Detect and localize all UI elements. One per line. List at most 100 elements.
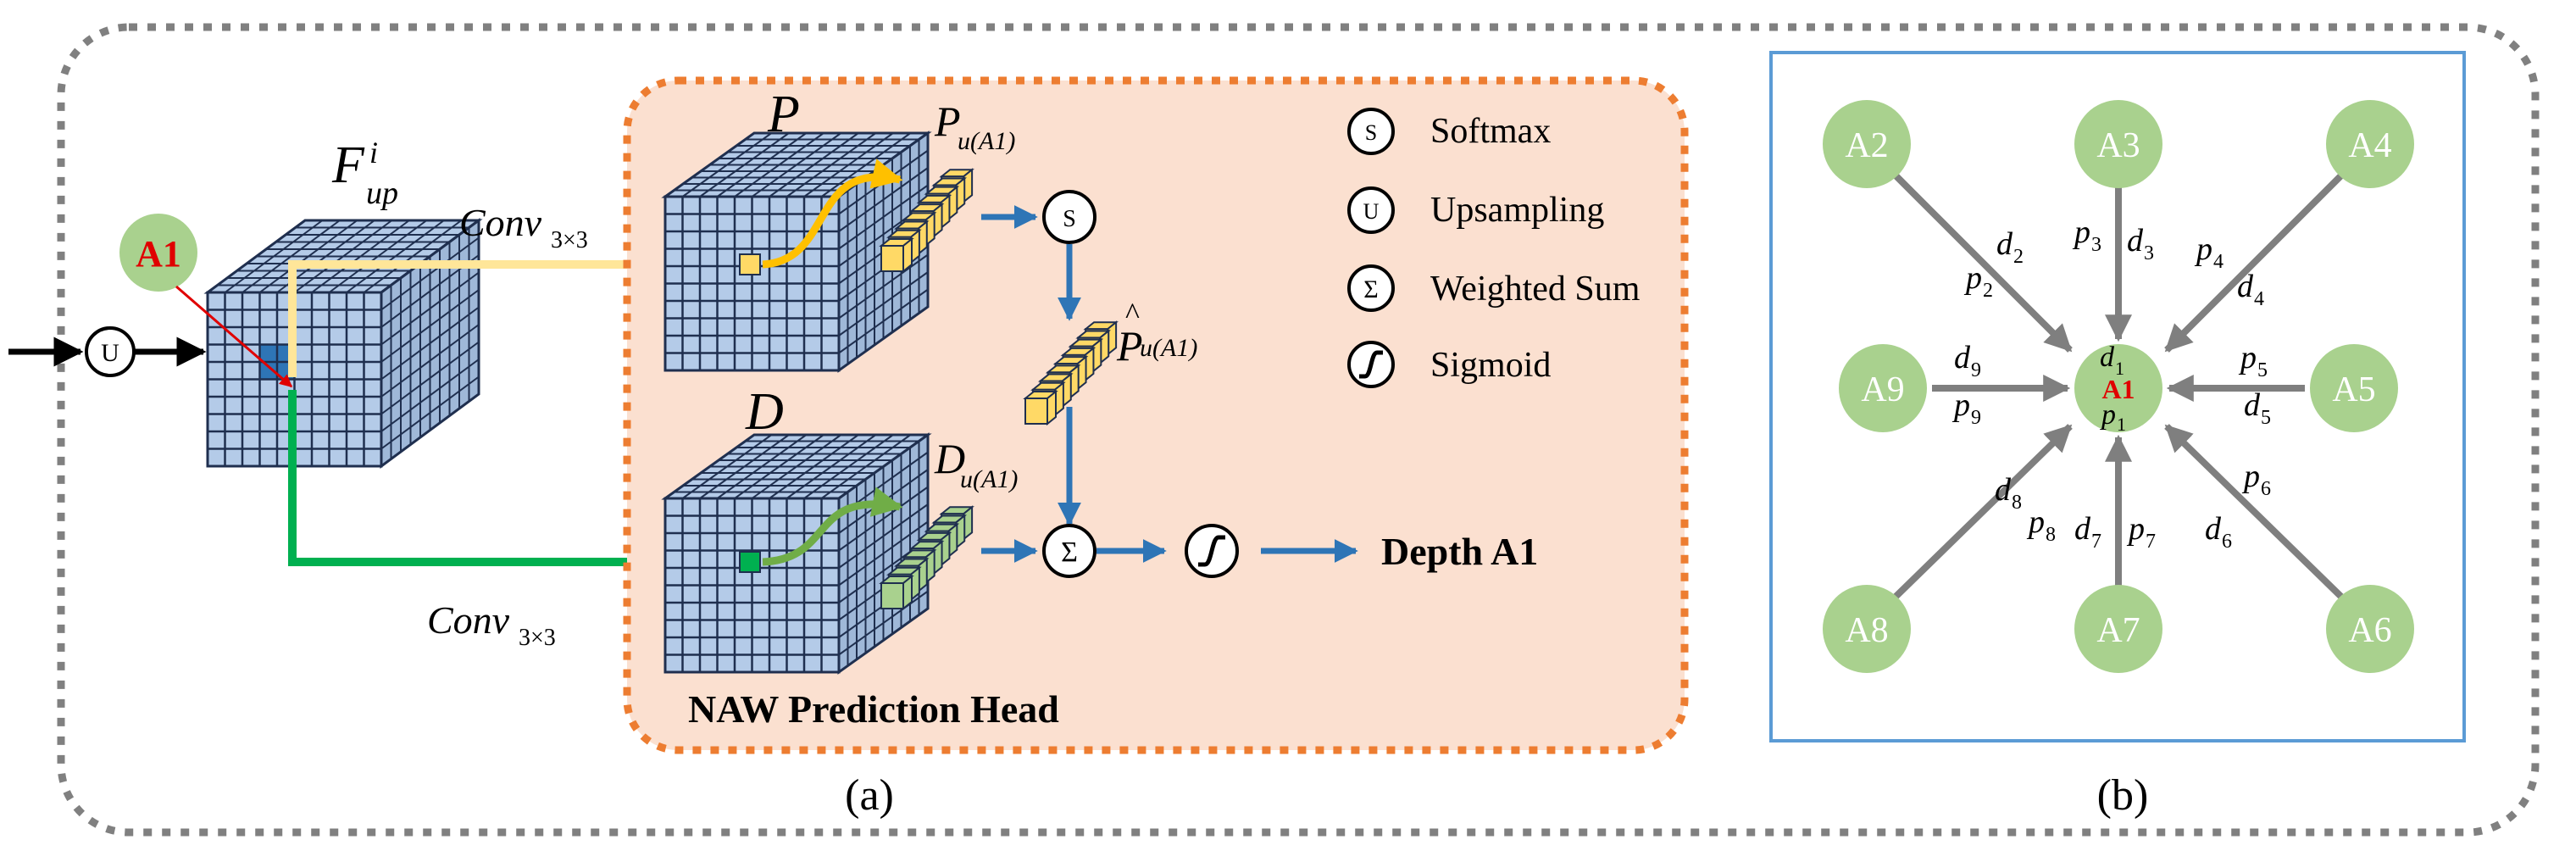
- feature-map-sub: up: [366, 175, 398, 211]
- d-curve-arrow: [762, 487, 903, 566]
- weighted-sum-node: Σ: [1042, 524, 1096, 578]
- sigmoid-legend-icon: [1359, 350, 1383, 379]
- label-d2: d: [1996, 226, 2013, 262]
- label-d5: d: [2244, 387, 2261, 423]
- node-a4-label: A4: [2348, 126, 2391, 165]
- p-curve-arrow: [762, 158, 903, 269]
- label-d2-sub: 2: [2013, 246, 2024, 268]
- softmax-node: S: [1042, 190, 1096, 244]
- a1-pointer-arrow: [175, 285, 293, 388]
- label-d8-sub: 8: [2012, 492, 2022, 514]
- label-p2-sub: 2: [1983, 280, 1993, 302]
- center-node-a1: d 1 A1 p 1: [2074, 342, 2162, 435]
- node-a8: A8: [1823, 585, 1911, 673]
- naw-head-label: NAW Prediction Head: [688, 687, 1059, 731]
- label-d4-sub: 4: [2254, 288, 2264, 310]
- label-d3-sub: 3: [2144, 242, 2154, 264]
- label-p5: p: [2238, 340, 2257, 375]
- label-p6-sub: 6: [2261, 478, 2271, 500]
- node-a7-label: A7: [2096, 611, 2140, 650]
- phat-vector: [1023, 320, 1119, 426]
- conv-path-green: [288, 390, 741, 579]
- pu-label-sub: u(A1): [958, 127, 1015, 155]
- label-d9: d: [1954, 340, 1971, 375]
- center-p1: p: [2100, 399, 2116, 431]
- legend: S Softmax U Upsampling Σ Weighted Sum Si…: [1347, 108, 1641, 388]
- d-cube-label: D: [745, 383, 784, 441]
- label-p4-sub: 4: [2213, 251, 2223, 273]
- label-p4: p: [2194, 231, 2212, 267]
- node-a9-label: A9: [1861, 370, 1904, 409]
- legend-weighted-sum-label: Weighted Sum: [1430, 270, 1641, 309]
- arrow-a8-a1: [1891, 424, 2073, 601]
- label-p9: p: [1951, 387, 1970, 423]
- upsampling-node: U: [85, 326, 136, 377]
- node-a5: A5: [2310, 344, 2398, 432]
- legend-softmax: S Softmax: [1347, 108, 1551, 155]
- upsampling-icon: U: [1363, 199, 1380, 224]
- legend-sigmoid: Sigmoid: [1347, 341, 1551, 388]
- a1-node: [119, 214, 197, 292]
- label-d5-sub: 5: [2261, 407, 2271, 429]
- panel-a-caption: (a): [845, 771, 894, 820]
- label-d4: d: [2237, 269, 2254, 304]
- label-p3-sub: 3: [2091, 234, 2101, 256]
- arrow-a4-a1: [2164, 171, 2346, 353]
- node-a5-label: A5: [2332, 370, 2375, 409]
- legend-weighted-sum: Σ Weighted Sum: [1347, 264, 1641, 312]
- output-label: Depth A1: [1381, 530, 1538, 573]
- label-p6: p: [2241, 459, 2260, 494]
- node-a2: A2: [1823, 100, 1911, 188]
- arrow-a2-a1: [1891, 171, 2073, 353]
- label-p5-sub: 5: [2257, 359, 2268, 381]
- sigmoid-icon: [1198, 535, 1225, 567]
- center-a1-label: A1: [2101, 374, 2135, 404]
- label-p2: p: [1963, 260, 1982, 296]
- legend-sigmoid-label: Sigmoid: [1430, 346, 1551, 385]
- center-p1-sub: 1: [2117, 414, 2126, 435]
- conv-label-bottom-sub: 3×3: [519, 625, 556, 651]
- conv-path-yellow: [288, 247, 741, 377]
- node-a3-label: A3: [2096, 126, 2140, 165]
- label-d6-sub: 6: [2222, 531, 2232, 553]
- softmax-icon: S: [1365, 120, 1377, 145]
- upsampling-node-symbol: U: [101, 339, 119, 367]
- label-p7: p: [2126, 511, 2145, 547]
- a1-node-label: A1: [136, 233, 181, 275]
- label-d9-sub: 9: [1971, 359, 1981, 381]
- label-p9-sub: 9: [1971, 407, 1981, 429]
- feature-map-sup: i: [369, 136, 378, 170]
- panel-b: A2 A3 A4 A5 A6 A7 A8 A9 d 1 A1 p 1 d 2 p…: [1769, 51, 2466, 820]
- center-d1: d: [2100, 342, 2115, 373]
- p-cube-label: P: [767, 86, 800, 143]
- node-a6-label: A6: [2348, 611, 2391, 650]
- du-vector: [879, 505, 974, 611]
- node-a2-label: A2: [1845, 126, 1888, 165]
- node-a3: A3: [2074, 100, 2162, 188]
- edge-labels: d 2 p 2 p 3 d 3 p 4 d 4 d 9 p 9 p 5 d 5 …: [1951, 214, 2271, 553]
- conv-label-top-sub: 3×3: [551, 227, 588, 253]
- sigmoid-node: [1185, 524, 1239, 578]
- node-a4: A4: [2326, 100, 2414, 188]
- conv-label-bottom: Conv: [427, 598, 510, 642]
- label-p8-sub: 8: [2046, 524, 2056, 546]
- label-d3: d: [2127, 223, 2144, 259]
- conv-label-top: Conv: [459, 201, 542, 244]
- node-a6: A6: [2326, 585, 2414, 673]
- phat-label-sub: u(A1): [1140, 334, 1197, 362]
- phat-label: P: [1116, 322, 1143, 370]
- phat-hat: ^: [1125, 297, 1140, 331]
- node-a9: A9: [1839, 344, 1927, 432]
- weighted-sum-icon: Σ: [1363, 275, 1378, 303]
- label-d7-sub: 7: [2091, 531, 2101, 553]
- label-p3: p: [2072, 214, 2090, 250]
- legend-softmax-label: Softmax: [1430, 112, 1551, 151]
- arrow-a6-a1: [2164, 424, 2346, 601]
- panel-a: U F up i A1 Conv 3×3 Conv 3×3 NAW Predic…: [8, 76, 1689, 820]
- feature-map-cube: [203, 218, 483, 469]
- label-p7-sub: 7: [2146, 531, 2156, 553]
- node-a7: A7: [2074, 585, 2162, 673]
- panel-b-caption: (b): [2097, 771, 2149, 820]
- weighted-sum-node-symbol: Σ: [1061, 537, 1078, 568]
